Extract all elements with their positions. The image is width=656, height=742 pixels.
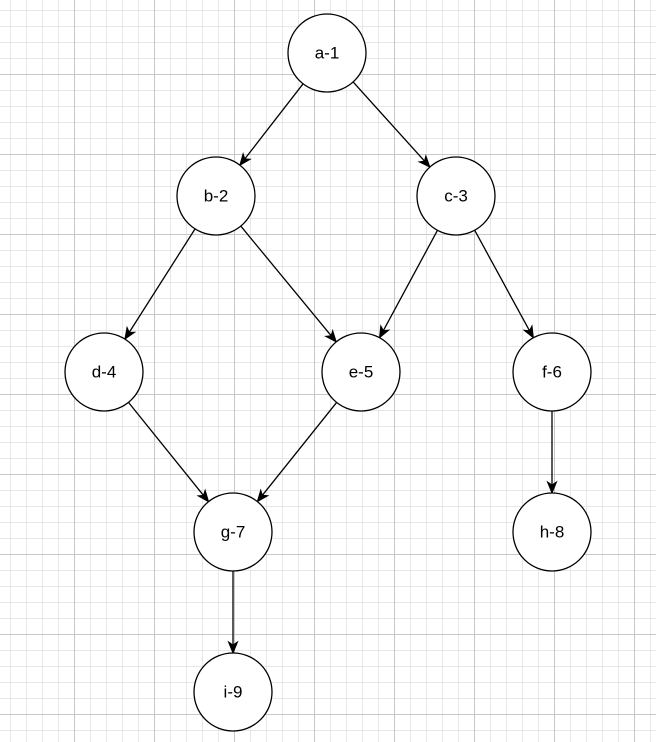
node-label: e-5 [349,363,374,382]
node-c-3[interactable]: c-3 [416,156,496,236]
edge-d-4-to-g-7 [127,401,210,503]
arrowhead-icon [546,480,558,495]
edge-a-1-to-b-2 [239,83,304,167]
edge-c-3-to-e-5 [378,230,439,339]
node-g-7[interactable]: g-7 [193,492,273,572]
node-label: c-3 [444,187,468,206]
node-h-8[interactable]: h-8 [512,492,592,572]
edge-line [352,81,426,162]
node-label: f-6 [542,363,562,382]
edge-line [382,230,439,331]
edge-line [127,401,205,496]
edge-g-7-to-i-9 [227,571,239,655]
node-f-6[interactable]: f-6 [512,332,592,412]
node-label: h-8 [540,523,565,542]
edge-line [240,225,332,337]
arrowhead-icon [227,640,239,655]
arrowhead-icon [417,154,431,169]
edge-a-1-to-c-3 [352,81,431,169]
arrowhead-icon [256,488,270,503]
arrowhead-icon [378,324,391,339]
arrowhead-icon [522,324,534,339]
edge-b-2-to-e-5 [240,225,338,343]
node-d-4[interactable]: d-4 [64,332,144,412]
arrowhead-icon [239,152,252,167]
edge-line [244,83,304,160]
nodes-layer: a-1 b-2 c-3 d-4 e-5 f-6 [64,13,592,732]
edges-layer [124,81,558,655]
arrowhead-icon [124,325,137,341]
edge-b-2-to-d-4 [124,228,196,341]
node-e-5[interactable]: e-5 [321,332,401,412]
edge-line [474,229,531,332]
node-label: b-2 [204,187,229,206]
arrowhead-icon [324,328,338,343]
arrowhead-icon [196,488,210,503]
edge-line [128,228,196,333]
node-label: a-1 [315,44,340,63]
node-b-2[interactable]: b-2 [176,156,256,236]
node-label: i-9 [224,683,243,702]
node-label: d-4 [92,363,117,382]
node-i-9[interactable]: i-9 [193,652,273,732]
node-label: g-7 [221,523,246,542]
edge-line [261,402,338,496]
edge-f-6-to-h-8 [546,411,558,495]
node-a-1[interactable]: a-1 [287,13,367,93]
edge-e-5-to-g-7 [256,402,338,503]
edge-c-3-to-f-6 [474,229,534,339]
